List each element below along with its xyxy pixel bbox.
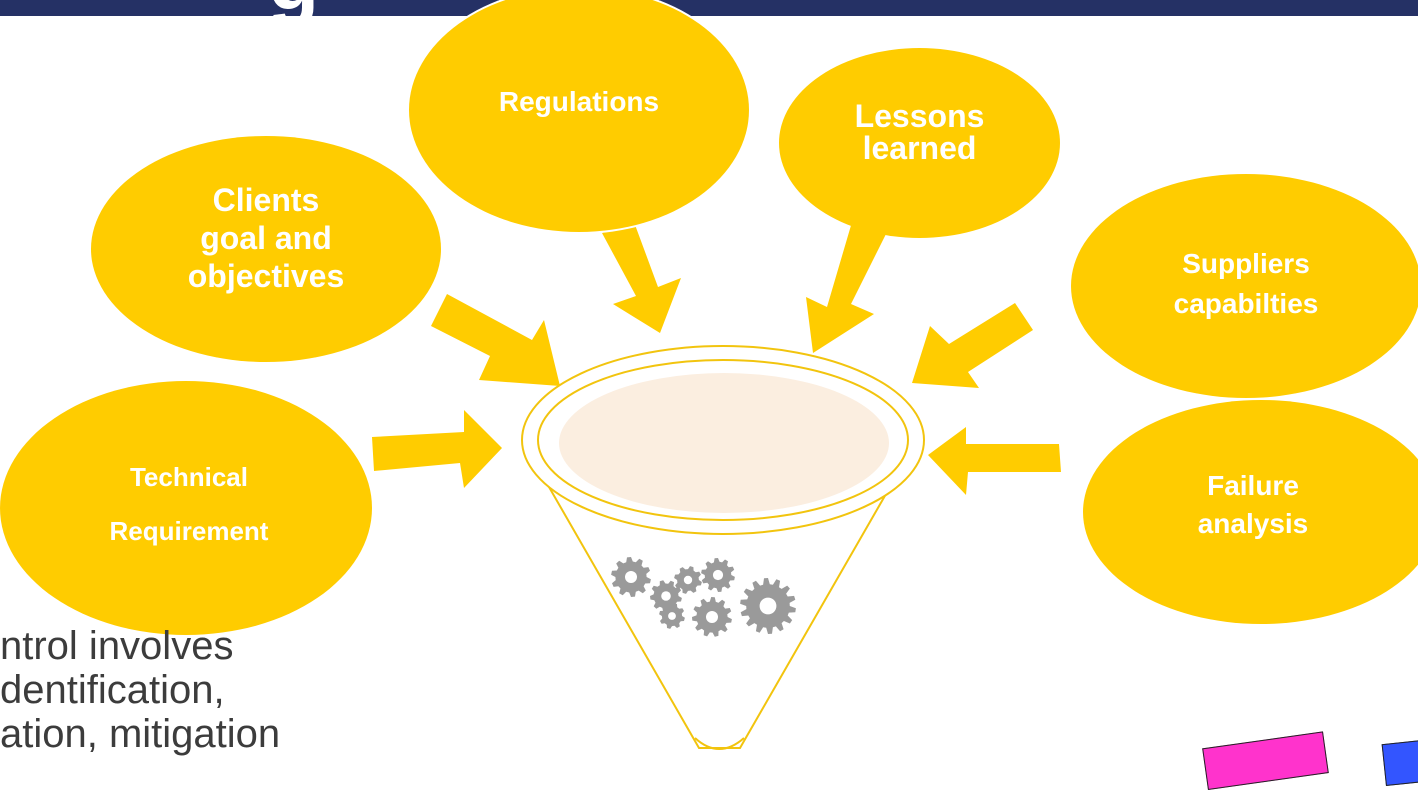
bubble-suppliers: Suppliers capabilties [1071,174,1418,398]
bubble-technical-line-2: Requirement [109,516,269,546]
bubble-lessons: Lessons learned [779,48,1060,238]
bubble-failure: Failure analysis [1083,400,1418,624]
arrow-clients [431,294,560,386]
arrow-regulations [602,222,681,333]
bubble-clients: Clients goal and objectives [91,136,441,362]
header-bar [0,0,1418,16]
bubble-lessons-line-1: Lessons [854,98,985,134]
gear-hole [712,569,724,581]
gear-hole [625,571,637,583]
arrow-technical [372,410,502,488]
gear-hole [668,612,676,620]
bubble-clients-line-2: goal and [200,220,332,256]
arrow-lessons [806,222,886,353]
slide-title-fragment: g [268,0,319,22]
gear-hole [706,611,718,623]
funnel-icon [521,345,925,750]
arrow-failure [928,427,1061,495]
arrows [372,222,1061,495]
sticky-note-blue [1381,738,1418,786]
bubble-clients-line-3: objectives [187,258,345,294]
bubble-failure-line-1: Failure [1207,470,1299,501]
diagram-canvas [372,222,1061,750]
body-text-line-3: ation, mitigation [0,712,281,756]
bubble-suppliers-line-2: capabilties [1173,288,1319,319]
gear-hole [661,591,671,601]
bubble-technical: Technical Requirement [0,381,372,635]
gear-hole [683,575,693,585]
bubble-failure-line-2: analysis [1197,508,1309,539]
gear-hole [759,597,777,615]
body-text-line-1: ntrol involves [0,624,234,668]
bubble-clients-line-1: Clients [212,182,320,218]
gear-cluster [611,557,796,637]
arrow-suppliers [912,303,1033,388]
bubble-technical-line-1: Technical [129,462,248,492]
body-text-line-2: dentification, [0,668,225,712]
bubble-lessons-line-2: learned [862,130,977,166]
bubble-regulations: Regulations [409,0,749,232]
body-text: ntrol involves dentification, ation, mit… [0,624,280,756]
bubble-regulations-label: Regulations [498,86,660,117]
bubble-suppliers-line-1: Suppliers [1182,248,1310,279]
